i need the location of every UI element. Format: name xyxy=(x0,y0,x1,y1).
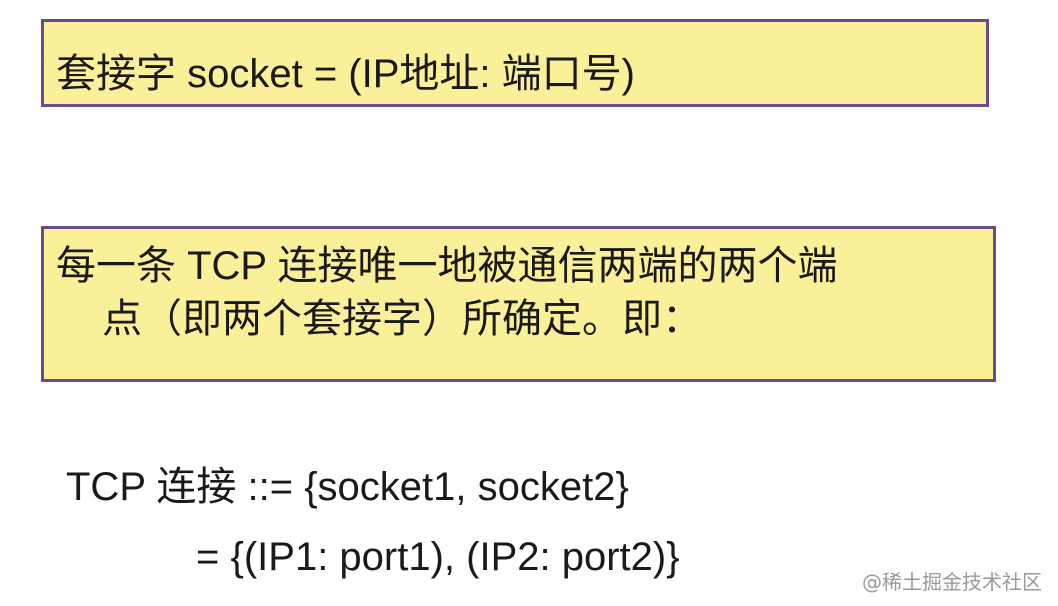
socket-definition-text: 套接字 socket = (IP地址: 端口号) xyxy=(56,52,635,96)
tcp-connection-uniqueness-box: 每一条 TCP 连接唯一地被通信两端的两个端 点（即两个套接字）所确定。即： xyxy=(41,226,996,382)
tcp-connection-formula-line-1: TCP 连接 ::= {socket1, socket2} xyxy=(66,465,629,509)
uniqueness-text-line-1: 每一条 TCP 连接唯一地被通信两端的两个端 xyxy=(56,244,838,288)
tcp-connection-formula-line-2: = {(IP1: port1), (IP2: port2)} xyxy=(196,535,680,579)
uniqueness-text-line-2: 点（即两个套接字）所确定。即： xyxy=(102,297,702,341)
watermark: @稀土掘金技术社区 xyxy=(862,570,1042,594)
socket-definition-box: 套接字 socket = (IP地址: 端口号) xyxy=(41,19,989,107)
